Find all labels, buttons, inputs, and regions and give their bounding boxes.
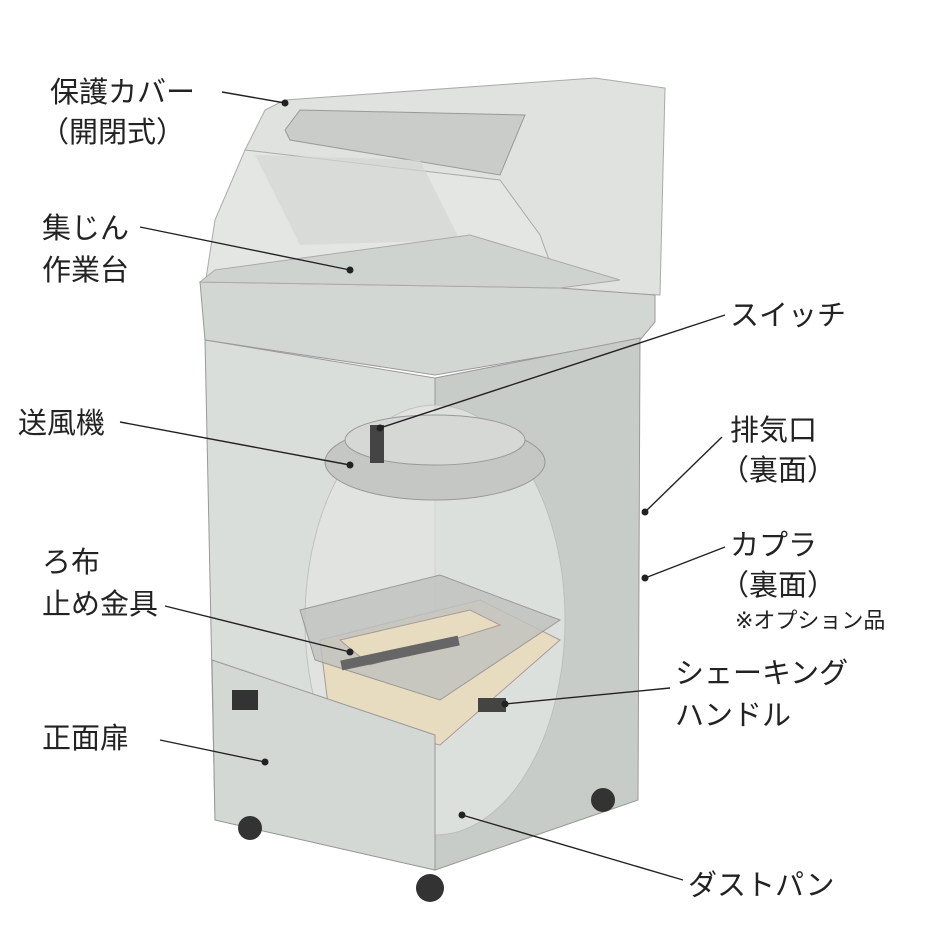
svg-text:（裏面）: （裏面）	[720, 453, 836, 487]
label-cover: 保護カバー （開閉式）	[40, 75, 195, 149]
svg-text:（開閉式）: （開閉式）	[40, 115, 185, 149]
label-exhaust: 排気口 （裏面）	[720, 413, 836, 487]
label-dust-pan: ダストパン	[688, 868, 834, 902]
svg-text:カプラ: カプラ	[730, 528, 817, 562]
svg-text:ろ布: ろ布	[42, 545, 100, 579]
label-coupler: カプラ （裏面） ※オプション品	[720, 528, 885, 634]
svg-text:ハンドル: ハンドル	[675, 698, 791, 732]
switch-icon	[370, 425, 384, 463]
svg-text:（裏面）: （裏面）	[720, 568, 836, 602]
svg-text:※オプション品: ※オプション品	[735, 609, 885, 634]
svg-text:作業台: 作業台	[42, 253, 129, 287]
label-table: 集じん 作業台	[42, 211, 129, 287]
svg-text:排気口: 排気口	[730, 413, 817, 447]
svg-text:保護カバー: 保護カバー	[50, 75, 195, 109]
svg-text:止め金具: 止め金具	[42, 587, 158, 621]
label-blower: 送風機	[18, 406, 105, 440]
label-front-door: 正面扉	[42, 721, 129, 755]
machine-illustration	[198, 77, 666, 902]
leader-lines	[119, 91, 726, 881]
label-switch: スイッチ	[730, 298, 846, 332]
label-shaking-handle: シェーキング ハンドル	[675, 656, 848, 732]
label-filter-clamp: ろ布 止め金具	[42, 545, 158, 621]
svg-text:集じん: 集じん	[42, 211, 129, 245]
svg-text:シェーキング: シェーキング	[675, 656, 848, 690]
